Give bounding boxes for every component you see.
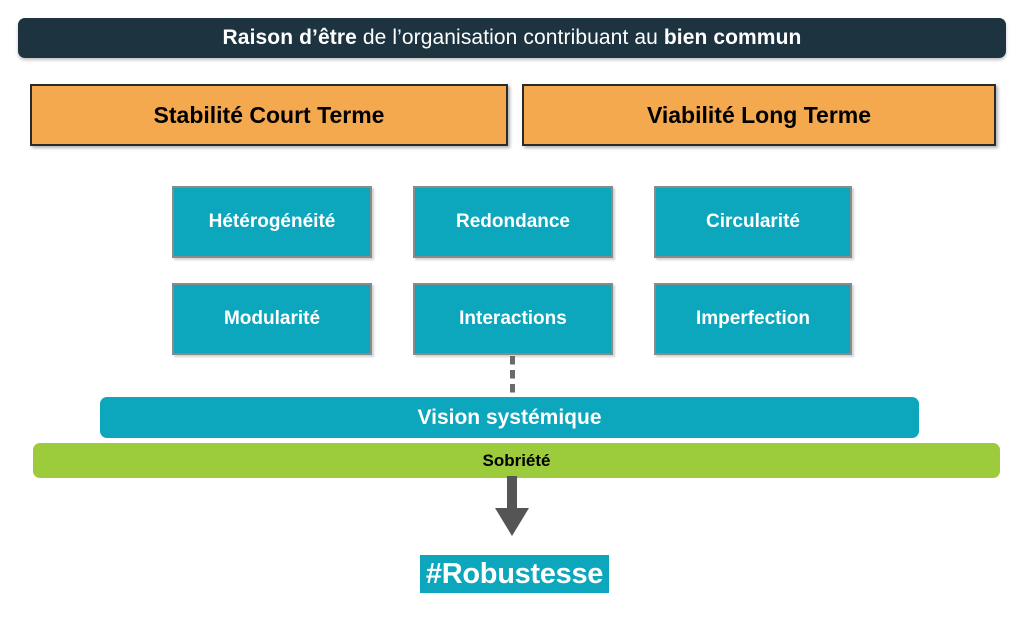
outcome-label: #Robustesse (425, 557, 604, 590)
sobriete-label: Sobriété (482, 450, 551, 470)
pillar-box-viabilite-long-terme[interactable]: Viabilité Long Terme (522, 84, 996, 146)
page-title-bold-prefix: Raison d’être (222, 26, 357, 49)
principle-label: Hétérogénéité (208, 211, 336, 232)
principle-label: Modularité (223, 308, 321, 329)
dashed-connector-icon (510, 356, 515, 396)
vision-systemique-bar[interactable]: Vision systémique (100, 397, 919, 438)
principle-label: Interactions (459, 308, 567, 329)
down-arrow-icon (495, 476, 529, 536)
principle-box-redondance[interactable]: Redondance (413, 186, 613, 258)
principle-label: Circularité (706, 211, 800, 232)
vision-systemique-label: Vision systémique (417, 405, 602, 429)
principle-label: Redondance (455, 211, 571, 232)
page-title-middle: de l’organisation contribuant au (356, 26, 664, 49)
principle-box-modularite[interactable]: Modularité (172, 283, 372, 355)
header-banner: Raison d’être de l’organisation contribu… (18, 18, 1006, 58)
pillar-label: Stabilité Court Terme (153, 101, 385, 128)
page-title: Raison d’être de l’organisation contribu… (223, 26, 802, 50)
principle-box-circularite[interactable]: Circularité (654, 186, 852, 258)
principle-label: Imperfection (695, 308, 811, 329)
outcome-robustesse: #Robustesse (420, 555, 609, 593)
principle-box-interactions[interactable]: Interactions (413, 283, 613, 355)
pillar-label: Viabilité Long Terme (646, 101, 872, 128)
pillar-box-stabilite-court-terme[interactable]: Stabilité Court Terme (30, 84, 508, 146)
principle-box-imperfection[interactable]: Imperfection (654, 283, 852, 355)
sobriete-bar[interactable]: Sobriété (33, 443, 1000, 478)
page-title-bold-suffix: bien commun (663, 26, 802, 49)
principle-box-heterogeneite[interactable]: Hétérogénéité (172, 186, 372, 258)
